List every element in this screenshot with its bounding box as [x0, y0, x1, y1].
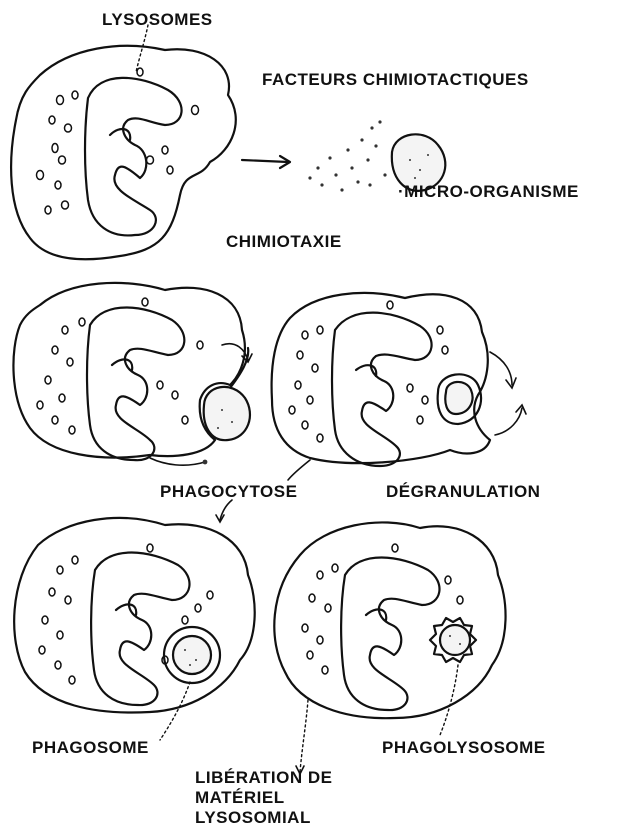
label-micro-organism: ·MICRO-ORGANISME [398, 182, 579, 202]
phagolysosome-pointer [440, 665, 458, 735]
chemotactic-factors [308, 120, 386, 191]
label-degranulation: DÉGRANULATION [386, 482, 540, 502]
lysosome-granules [289, 301, 448, 442]
micro-organism-being-engulfed [204, 387, 250, 440]
phagocytosis-to-phagosome-pointer [220, 500, 232, 520]
cell-nucleus [341, 558, 439, 711]
label-lysosomes: LYSOSOMES [102, 10, 213, 30]
label-liberation-line1: LIBÉRATION DE [195, 768, 332, 788]
label-phagocytosis: PHAGOCYTOSE [160, 482, 297, 502]
neutrophil-cell-phagosome [14, 500, 255, 740]
label-phagosome: PHAGOSOME [32, 738, 149, 758]
cell-nucleus [87, 308, 184, 461]
degranulation-pointer [288, 460, 310, 480]
label-phagolysosome: PHAGOLYSOSOME [382, 738, 546, 758]
chemotaxis-arrow [242, 160, 288, 162]
phagolysosome-microbe [440, 625, 470, 655]
label-liberation-line2: MATÉRIEL [195, 788, 285, 808]
liberation-pointer [300, 700, 308, 772]
lysosome-granules [37, 298, 203, 434]
neutrophil-cell-phagolysosome [274, 522, 505, 774]
cell-nucleus [332, 313, 432, 466]
cell-membrane [274, 522, 505, 718]
lysosomes-pointer [136, 25, 148, 72]
label-chemotactic-factors: FACTEURS CHIMIOTACTIQUES [262, 70, 529, 90]
label-liberation-line3: LYSOSOMIAL [195, 808, 311, 828]
phagocytosis-pointer [150, 458, 205, 465]
phagosome-microbe [173, 636, 211, 674]
cell-membrane [272, 293, 490, 463]
neutrophil-cell-chemotaxis [11, 25, 290, 259]
internalized-microbe [445, 382, 472, 414]
cell-nucleus [85, 78, 182, 236]
lysosome-granules [37, 68, 199, 214]
neutrophil-cell-degranulation [272, 293, 526, 480]
degranulation-arrow-bottom [495, 408, 522, 435]
pointer-dot [203, 460, 208, 465]
cell-nucleus [91, 553, 189, 706]
degranulation-arrow-top [490, 352, 512, 385]
label-chemotaxis: CHIMIOTAXIE [226, 232, 342, 252]
